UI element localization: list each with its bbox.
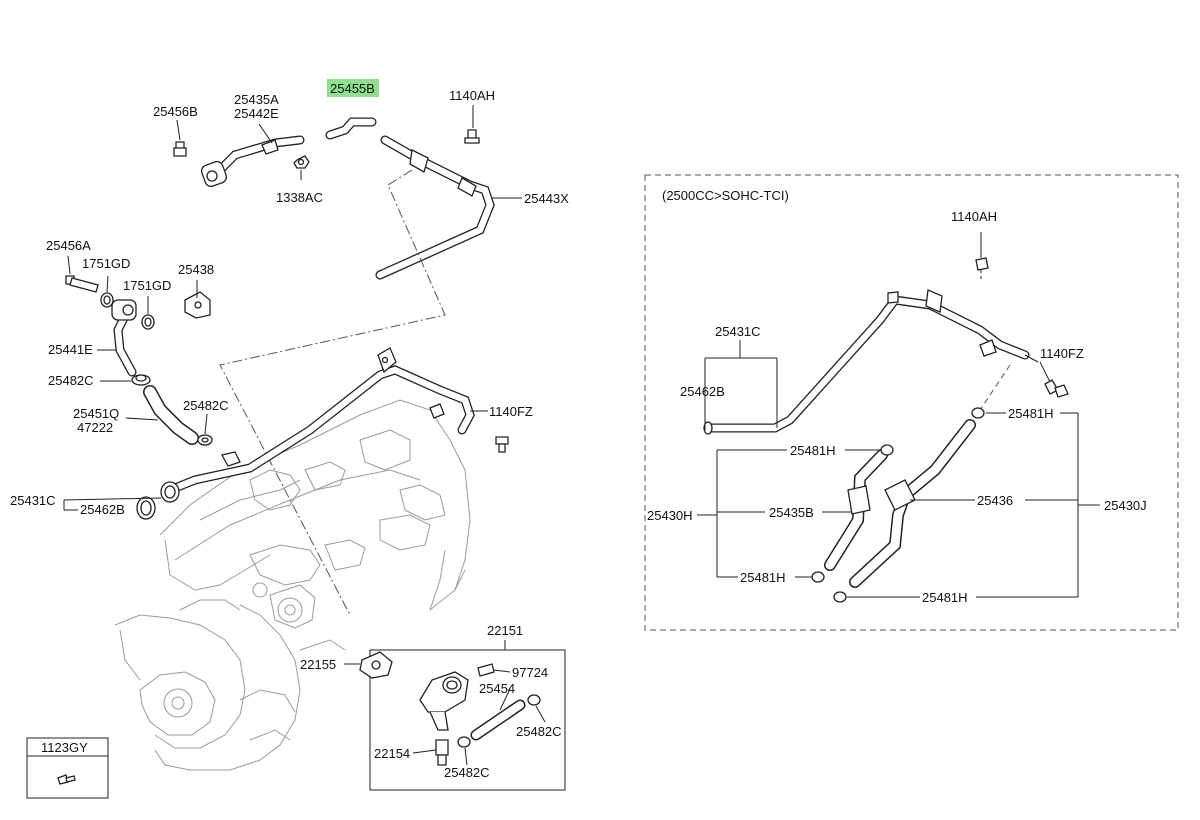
label-25462b-a[interactable]: 25462B bbox=[80, 502, 125, 517]
bolt-1140ah-upper bbox=[464, 129, 480, 144]
bolt-1140ah-right bbox=[975, 232, 989, 280]
group-outline-22151 bbox=[369, 649, 566, 791]
label-25456b[interactable]: 25456B bbox=[153, 104, 198, 119]
label-25435a[interactable]: 25435A bbox=[234, 92, 279, 107]
gasket-1751gd-a bbox=[100, 292, 114, 308]
label-25430h[interactable]: 25430H bbox=[647, 508, 693, 523]
thermostat-housing bbox=[419, 671, 469, 731]
hose-25435b bbox=[824, 449, 888, 571]
label-97724[interactable]: 97724 bbox=[512, 665, 548, 680]
bolt-1140fz-a bbox=[495, 436, 509, 453]
label-25435b[interactable]: 25435B bbox=[769, 505, 814, 520]
label-25481h-b[interactable]: 25481H bbox=[790, 443, 836, 458]
bolt-25456b bbox=[173, 141, 187, 157]
leader-lines bbox=[63, 105, 1100, 766]
label-25482c-b[interactable]: 25482C bbox=[183, 398, 229, 413]
clamp-25481h-c bbox=[811, 571, 825, 583]
clamp-25481h-a bbox=[971, 407, 985, 419]
fitting-22154 bbox=[435, 739, 449, 766]
label-25430j[interactable]: 25430J bbox=[1104, 498, 1147, 513]
label-25456a[interactable]: 25456A bbox=[46, 238, 91, 253]
gasket-1751gd-b bbox=[141, 314, 155, 330]
guide-line-right bbox=[979, 364, 1011, 411]
label-25481h-c[interactable]: 25481H bbox=[740, 570, 786, 585]
label-25462b-b[interactable]: 25462B bbox=[680, 384, 725, 399]
label-25451q[interactable]: 25451Q bbox=[73, 406, 119, 421]
bracket-25438 bbox=[184, 291, 211, 319]
label-1123gy[interactable]: 1123GY bbox=[41, 740, 88, 755]
label-1751gd-b[interactable]: 1751GD bbox=[123, 278, 171, 293]
label-25481h-a[interactable]: 25481H bbox=[1008, 406, 1054, 421]
label-25441e[interactable]: 25441E bbox=[48, 342, 93, 357]
clamp-25482c-a bbox=[131, 374, 151, 386]
bolt-25456a bbox=[65, 275, 99, 293]
hose-25436 bbox=[849, 419, 976, 588]
label-22151[interactable]: 22151 bbox=[487, 623, 523, 638]
section-note: (2500CC>SOHC-TCI) bbox=[662, 188, 789, 203]
label-25443x[interactable]: 25443X bbox=[524, 191, 569, 206]
label-25431c-a[interactable]: 25431C bbox=[10, 493, 56, 508]
variant-section-frame bbox=[644, 174, 1179, 631]
part-25455b-hose bbox=[325, 117, 377, 140]
guide-line-upper bbox=[219, 169, 446, 616]
hose-25451q bbox=[143, 385, 199, 445]
part-25443x-pipe bbox=[375, 135, 495, 280]
part-box-1123gy bbox=[26, 737, 109, 799]
label-25482c-d[interactable]: 25482C bbox=[444, 765, 490, 780]
bolt-1140fz-b bbox=[1044, 379, 1069, 398]
label-1140fz-a[interactable]: 1140FZ bbox=[489, 404, 533, 419]
clamp-25482c-d bbox=[457, 736, 471, 748]
label-47222[interactable]: 47222 bbox=[77, 420, 113, 435]
clamp-25481h-b bbox=[880, 444, 894, 456]
label-1140fz-b[interactable]: 1140FZ bbox=[1040, 346, 1084, 361]
label-22155[interactable]: 22155 bbox=[300, 657, 336, 672]
part-25431c-pipe-right bbox=[703, 289, 1030, 435]
clamp-25482c-b bbox=[197, 434, 213, 446]
oring-25462b-a bbox=[136, 496, 156, 520]
part-25441e-fitting bbox=[111, 299, 137, 377]
label-25442e[interactable]: 25442E bbox=[234, 106, 279, 121]
label-25438[interactable]: 25438 bbox=[178, 262, 214, 277]
label-25482c-a[interactable]: 25482C bbox=[48, 373, 94, 388]
part-25431c-pipe-left bbox=[160, 347, 475, 503]
nut-1338ac bbox=[293, 155, 310, 169]
label-25481h-d[interactable]: 25481H bbox=[922, 590, 968, 605]
label-1338ac[interactable]: 1338AC bbox=[276, 190, 323, 205]
label-22154[interactable]: 22154 bbox=[374, 746, 410, 761]
hose-25454 bbox=[470, 699, 526, 741]
label-25436[interactable]: 25436 bbox=[977, 493, 1013, 508]
part-25435a-bracket-pipe bbox=[200, 135, 305, 188]
label-25455b[interactable]: 25455B bbox=[330, 81, 375, 96]
clamp-25482c-c bbox=[527, 694, 541, 706]
label-25482c-c[interactable]: 25482C bbox=[516, 724, 562, 739]
highlight-25455b bbox=[327, 79, 379, 97]
label-1751gd-a[interactable]: 1751GD bbox=[82, 256, 130, 271]
label-1140ah-right[interactable]: 1140AH bbox=[951, 209, 997, 224]
gasket-22155 bbox=[359, 651, 393, 679]
label-25431c-b[interactable]: 25431C bbox=[715, 324, 761, 339]
label-25454[interactable]: 25454 bbox=[479, 681, 515, 696]
engine-block-illustration bbox=[114, 399, 471, 771]
sensor-97724 bbox=[477, 663, 495, 677]
label-1140ah-upper[interactable]: 1140AH bbox=[449, 88, 495, 103]
clamp-25481h-d bbox=[833, 591, 847, 603]
